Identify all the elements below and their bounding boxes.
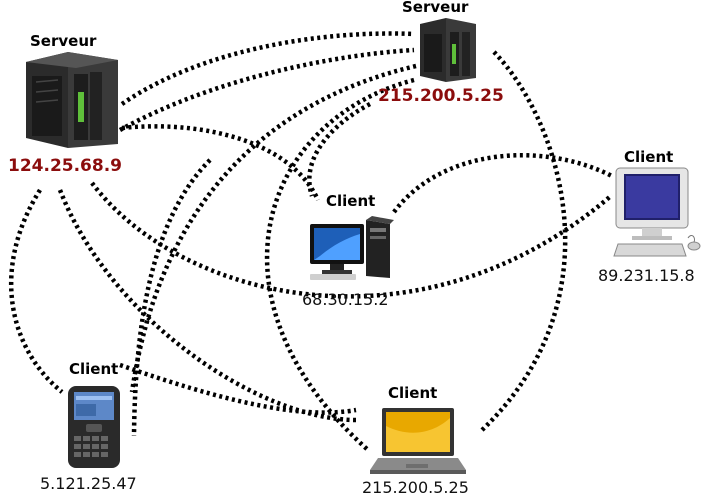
laptop-client-address: 215.200.5.25 bbox=[362, 478, 469, 497]
desktop-computer-icon bbox=[310, 216, 394, 280]
monitor-client-address: 89.231.15.8 bbox=[598, 266, 695, 285]
monitor-computer-icon bbox=[613, 167, 701, 257]
server-left-address: 124.25.68.9 bbox=[8, 156, 123, 176]
link-desktop-monitor bbox=[392, 153, 614, 214]
server-right-title: Serveur bbox=[402, 0, 469, 16]
link-phone-laptop bbox=[119, 362, 357, 415]
desktop-client-title: Client bbox=[326, 192, 376, 210]
server-right-address: 215.200.5.25 bbox=[378, 86, 504, 106]
server-left-title: Serveur bbox=[30, 32, 97, 50]
link-server-left-monitor bbox=[90, 181, 614, 299]
monitor-client-title: Client bbox=[624, 148, 674, 166]
phone-client-address: 5.121.25.47 bbox=[40, 474, 137, 493]
laptop-client-title: Client bbox=[388, 384, 438, 402]
link-server-left-phone-2 bbox=[131, 158, 212, 437]
server-icon bbox=[26, 52, 118, 148]
link-server-right-laptop-right bbox=[478, 50, 568, 434]
link-server-right-desktop bbox=[307, 102, 372, 197]
link-server-left-desktop bbox=[121, 124, 321, 201]
desktop-client-address: 68.30.15.2 bbox=[302, 290, 389, 309]
link-server-left-server-right-2 bbox=[118, 47, 415, 132]
phone-client-title: Client bbox=[69, 360, 119, 378]
link-server-left-server-right bbox=[120, 31, 415, 106]
link-server-right-laptop bbox=[264, 77, 415, 452]
laptop-icon bbox=[370, 408, 466, 474]
smartphone-icon bbox=[68, 386, 120, 468]
server-icon bbox=[420, 18, 476, 82]
link-server-right-phone bbox=[129, 63, 417, 393]
link-server-left-phone bbox=[9, 188, 64, 394]
